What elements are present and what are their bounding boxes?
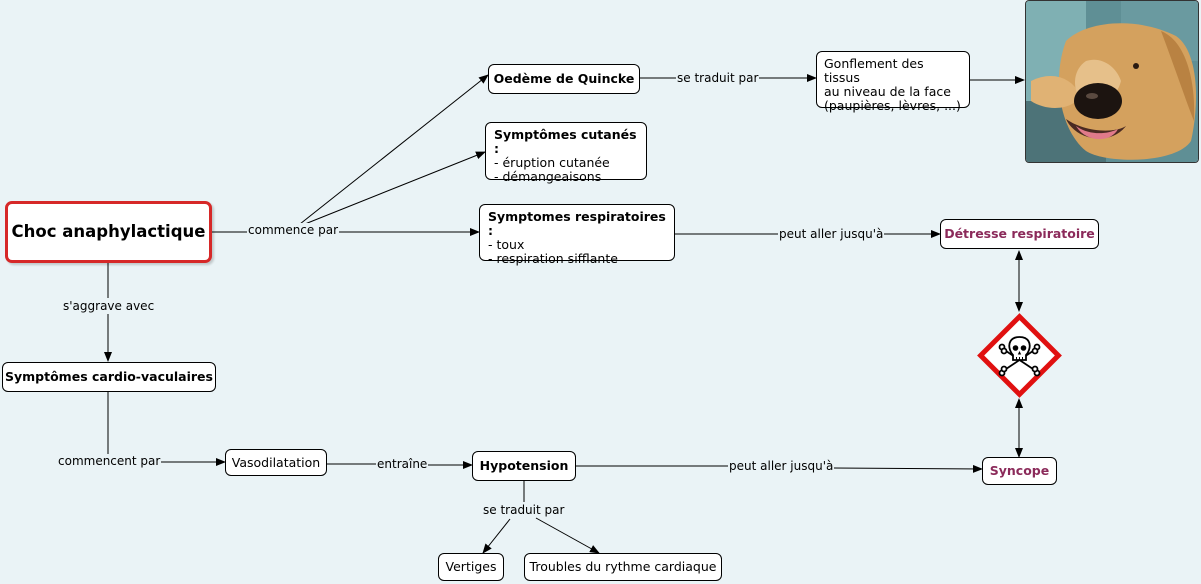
- arrow-to-cutanes: [299, 151, 486, 227]
- concept-choc-anaphylactique[interactable]: Choc anaphylactique: [5, 201, 212, 263]
- respiratoires-title: Symptomes respiratoires :: [488, 209, 666, 238]
- gonflement-line-3: (paupières, lèvres, ...): [824, 98, 961, 113]
- concept-hypotension[interactable]: Hypotension: [472, 451, 576, 481]
- arrow-to-troubles: [535, 517, 600, 554]
- link-label-commencent-par: commencent par: [57, 454, 162, 468]
- skull-crossbones-hazard-icon: [977, 313, 1062, 398]
- cutanes-line-2: - démangeaisons: [494, 169, 602, 184]
- concept-symptomes-cardio-vasculaires[interactable]: Symptômes cardio-vaculaires: [2, 362, 216, 392]
- cutanes-line-1: - éruption cutanée: [494, 155, 610, 170]
- cutanes-title: Symptômes cutanés :: [494, 127, 637, 156]
- link-label-entraine: entraîne: [376, 457, 429, 471]
- link-label-se-traduit-par-2: se traduit par: [482, 503, 566, 517]
- concept-gonflement-tissus[interactable]: Gonflement des tissus au niveau de la fa…: [816, 51, 970, 113]
- link-label-saggrave-avec: s'aggrave avec: [62, 299, 156, 313]
- concept-detresse-respiratoire[interactable]: Détresse respiratoire: [940, 219, 1099, 249]
- link-label-commence-par: commence par: [247, 223, 340, 237]
- concept-syncope[interactable]: Syncope: [982, 457, 1057, 485]
- concept-symptomes-respiratoires[interactable]: Symptomes respiratoires : - toux - respi…: [479, 204, 675, 266]
- concept-vertiges[interactable]: Vertiges: [438, 553, 504, 581]
- link-label-peut-aller-jusqua: peut aller jusqu'à: [778, 227, 885, 241]
- arrow-to-vertiges: [482, 518, 511, 554]
- gonflement-line-2: au niveau de la face: [824, 84, 951, 99]
- swollen-dog-face-photo: [1025, 0, 1199, 163]
- arrow-to-oedeme: [299, 74, 489, 225]
- concept-symptomes-cutanes[interactable]: Symptômes cutanés : - éruption cutanée -…: [485, 122, 647, 184]
- concept-oedeme-de-quincke[interactable]: Oedème de Quincke: [488, 64, 640, 94]
- concept-troubles-rythme-cardiaque[interactable]: Troubles du rythme cardiaque: [524, 553, 722, 581]
- link-label-se-traduit-par: se traduit par: [676, 71, 760, 85]
- link-label-peut-aller-jusqua-2: peut aller jusqu'à: [728, 459, 835, 473]
- gonflement-line-1: Gonflement des tissus: [824, 56, 924, 85]
- respiratoires-line-2: - respiration sifflante: [488, 251, 618, 266]
- respiratoires-line-1: - toux: [488, 237, 525, 252]
- arrow-to-syncope: [832, 464, 983, 473]
- concept-vasodilatation[interactable]: Vasodilatation: [225, 449, 327, 476]
